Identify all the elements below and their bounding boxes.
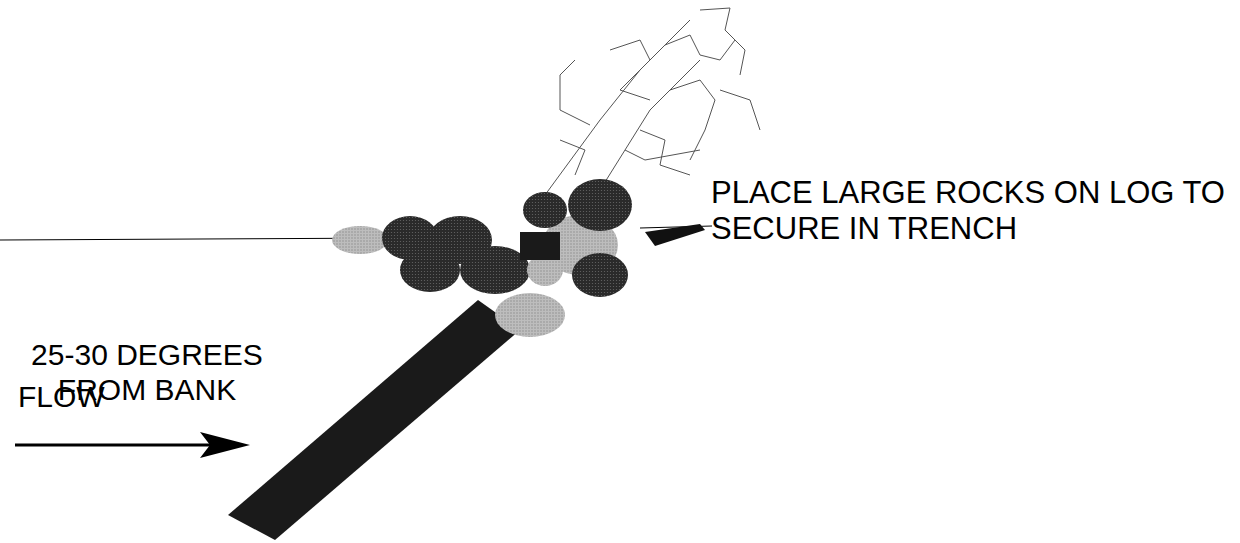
rocks <box>332 179 632 337</box>
log-end <box>645 224 705 246</box>
flow-label: FLOW <box>18 380 158 415</box>
flow-arrow <box>15 444 215 447</box>
flow-arrowhead <box>200 432 250 458</box>
root-wad <box>545 8 760 195</box>
instruction-note: PLACE LARGE ROCKS ON LOG TO SECURE IN TR… <box>711 175 1236 246</box>
log <box>228 300 520 540</box>
